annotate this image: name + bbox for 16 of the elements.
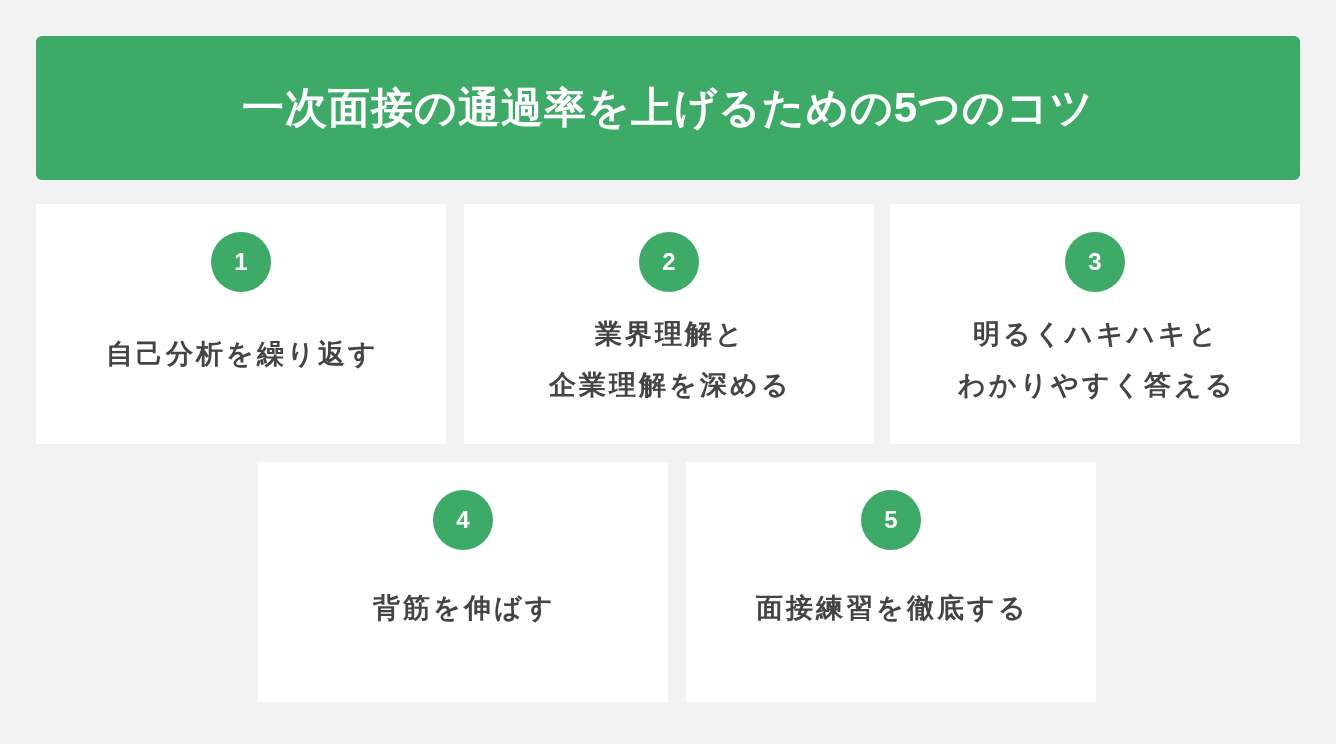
- tip-text: 背筋を伸ばす: [373, 592, 556, 626]
- number-badge: 2: [639, 232, 699, 292]
- tip-card: [464, 204, 874, 444]
- tip-card: [890, 204, 1300, 444]
- number-badge: 3: [1065, 232, 1125, 292]
- tip-card: [686, 462, 1096, 702]
- tip-card: [36, 204, 446, 444]
- number-badge: 5: [861, 490, 921, 550]
- tip-text: 面接練習を徹底する: [756, 592, 1029, 626]
- tip-card: [258, 462, 668, 702]
- tip-text: 自己分析を繰り返す: [106, 338, 379, 372]
- title-banner: 一次面接の通過率を上げるための5つのコツ: [36, 36, 1300, 180]
- tip-text: 業界理解と企業理解を深める: [549, 318, 792, 402]
- tip-text: 明るくハキハキとわかりやすく答える: [957, 318, 1236, 402]
- number-badge: 4: [433, 490, 493, 550]
- number-badge: 1: [211, 232, 271, 292]
